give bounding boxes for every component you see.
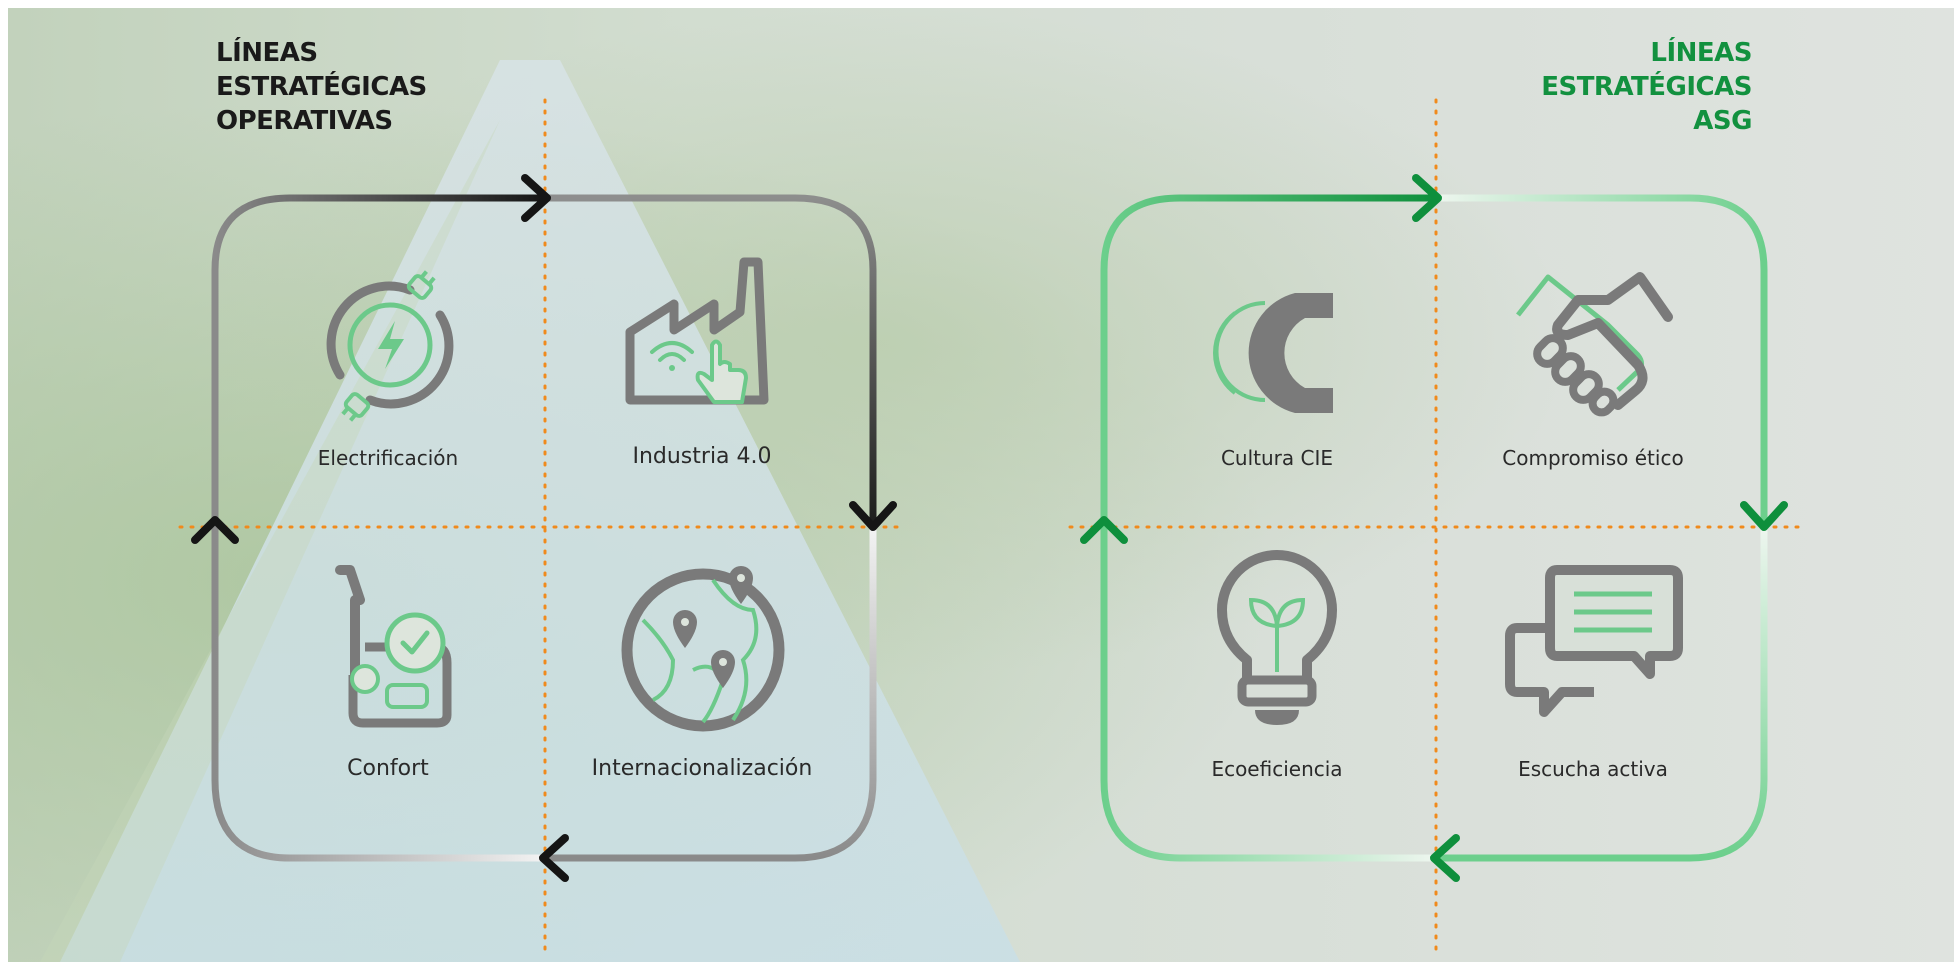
right-arrow-right — [1412, 174, 1442, 222]
left-arrow-left — [539, 834, 569, 882]
cie-logo-icon — [1213, 293, 1333, 413]
label-confort: Confort — [347, 756, 429, 781]
label-cultura-cie: Cultura CIE — [1220, 446, 1334, 470]
title-right-line-2: ESTRATÉGICAS — [1541, 72, 1752, 102]
label-industria: Industria 4.0 — [632, 444, 772, 469]
title-left-line-3: OPERATIVAS — [216, 106, 393, 136]
title-right-line-1: LÍNEAS — [1650, 38, 1752, 68]
label-electrificacion: Electrificación — [317, 446, 459, 470]
title-left-line-1: LÍNEAS — [216, 38, 318, 68]
globe-pins-icon — [621, 566, 785, 732]
left-cycle-bottom-arc — [541, 523, 877, 862]
left-cycle-top-arc — [211, 194, 549, 524]
right-cycle — [1068, 98, 1802, 960]
right-arrow-up — [1080, 516, 1128, 544]
title-left-line-2: ESTRATÉGICAS — [216, 72, 427, 102]
label-compromiso-etico: Compromiso ético — [1502, 446, 1684, 470]
chat-bubbles-icon — [1505, 565, 1683, 717]
car-seat-check-icon — [335, 565, 452, 728]
left-cycle-top-fade — [541, 194, 877, 524]
label-internacionalizacion: Internacionalización — [591, 756, 813, 781]
left-cycle — [178, 98, 902, 960]
right-arrow-down — [1740, 501, 1788, 531]
left-arrow-down — [849, 501, 897, 531]
label-ecoeficiencia: Ecoeficiencia — [1211, 757, 1343, 781]
factory-touch-icon — [625, 257, 769, 405]
title-right-line-3: ASG — [1693, 106, 1752, 136]
lightbulb-leaf-icon — [1217, 550, 1337, 725]
right-arrow-left — [1430, 834, 1460, 882]
left-arrow-up — [191, 516, 239, 544]
label-escucha-activa: Escucha activa — [1518, 757, 1668, 781]
electrification-plug-icon — [326, 270, 454, 422]
title-operational-lines: LÍNEAS ESTRATÉGICAS OPERATIVAS — [216, 36, 427, 138]
title-esg-lines: LÍNEAS ESTRATÉGICAS ASG — [1541, 36, 1752, 138]
left-arrow-right — [521, 174, 551, 222]
handshake-icon — [1516, 272, 1673, 417]
